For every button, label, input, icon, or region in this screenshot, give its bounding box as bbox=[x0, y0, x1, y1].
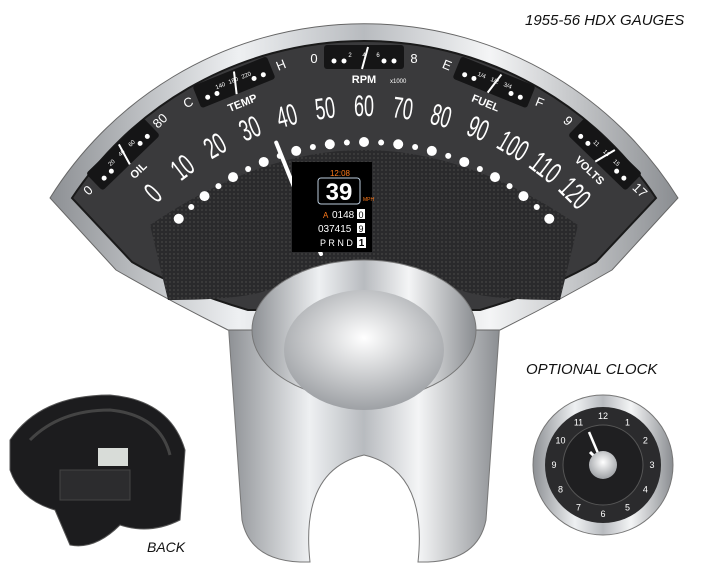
speed-tick-dot bbox=[291, 145, 302, 156]
oil-tick-label: 20 bbox=[108, 158, 117, 167]
rpm-tick-label: 4 bbox=[362, 53, 366, 59]
oil-tick-label: 60 bbox=[128, 139, 137, 148]
odometer-value: 037415 bbox=[318, 224, 352, 235]
speed-tick-dot bbox=[445, 152, 452, 159]
speed-tick-dot bbox=[309, 144, 316, 151]
clock-number: 11 bbox=[574, 418, 583, 428]
speed-number: 60 bbox=[354, 90, 374, 123]
speed-tick-dot bbox=[544, 213, 555, 224]
speed-tick-dot bbox=[412, 144, 419, 151]
speed-tick-dot bbox=[378, 139, 385, 146]
fuel-tick-label: 1/2 bbox=[489, 77, 500, 86]
clock-number: 12 bbox=[598, 411, 608, 421]
back-of-gauge-photo bbox=[9, 394, 186, 547]
speed-tick-dot bbox=[393, 139, 404, 150]
display-speed-unit: MPH bbox=[363, 197, 375, 203]
speed-tick-dot bbox=[173, 213, 184, 224]
fuel-tick-label: 1/4 bbox=[476, 72, 487, 81]
speed-tick-dot bbox=[426, 145, 437, 156]
rpm-min-label: 0 bbox=[310, 51, 317, 66]
speed-tick-dot bbox=[533, 204, 540, 211]
clock-number: 3 bbox=[649, 460, 654, 470]
speedometer-dots bbox=[173, 137, 555, 224]
speed-tick-dot bbox=[199, 191, 210, 202]
clock-number: 2 bbox=[643, 436, 648, 446]
speed-tick-dot bbox=[359, 137, 369, 147]
trip-label: A bbox=[323, 211, 329, 220]
clock-number: 10 bbox=[556, 436, 566, 446]
optional-clock-label: OPTIONAL CLOCK bbox=[526, 361, 658, 378]
clock-center-cap bbox=[589, 451, 617, 479]
rpm-needle bbox=[361, 46, 369, 70]
trip-decimal: 0 bbox=[358, 210, 363, 220]
odometer-decimal: 9 bbox=[358, 224, 363, 234]
digital-display: 12:08 39 MPH A 0148 0 037415 9 P R N D 1 bbox=[292, 162, 375, 252]
clock-number: 5 bbox=[625, 502, 630, 512]
speed-tick-dot bbox=[476, 166, 483, 173]
volts-needle bbox=[594, 149, 616, 163]
rpm-max-label: 8 bbox=[410, 51, 417, 66]
gear-selected: 1 bbox=[359, 238, 365, 249]
speed-tick-dot bbox=[518, 191, 529, 202]
speed-tick-dot bbox=[188, 204, 195, 211]
speed-tick-dot bbox=[490, 172, 500, 183]
chrome-cup-inner bbox=[284, 290, 444, 410]
clock-number: 1 bbox=[625, 418, 630, 428]
speed-tick-dot bbox=[324, 139, 335, 150]
clock-number: 6 bbox=[600, 509, 605, 519]
speed-tick-dot bbox=[258, 156, 269, 167]
clock-number: 8 bbox=[558, 485, 563, 495]
temp-tick-label: 140 bbox=[215, 82, 227, 92]
speed-number: 70 bbox=[391, 91, 415, 126]
oil-tick-label: 40 bbox=[118, 149, 127, 158]
back-label-sticker bbox=[98, 448, 128, 466]
volts-tick-label: 15 bbox=[611, 159, 620, 168]
clock-number: 4 bbox=[643, 485, 648, 495]
speed-tick-dot bbox=[228, 172, 238, 183]
speed-tick-dot bbox=[343, 139, 350, 146]
speed-tick-dot bbox=[245, 166, 252, 173]
display-speed: 39 bbox=[326, 179, 353, 206]
gear-indicator: P R N D bbox=[320, 238, 353, 248]
volts-tick-label: 11 bbox=[591, 140, 600, 149]
fuel-tick-label: 3/4 bbox=[502, 82, 513, 91]
fuel-needle bbox=[486, 73, 503, 94]
rpm-unit: x1000 bbox=[390, 79, 407, 85]
temp-tick-label: 220 bbox=[241, 71, 253, 81]
clock-number: 7 bbox=[576, 502, 581, 512]
speed-tick-dot bbox=[215, 183, 222, 190]
volts-tick-label: 13 bbox=[601, 149, 610, 158]
rpm-label: RPM bbox=[352, 74, 376, 86]
speed-tick-dot bbox=[506, 183, 513, 190]
trip-value: 0148 bbox=[332, 210, 355, 221]
oil-needle bbox=[118, 143, 131, 165]
clock-number: 9 bbox=[551, 460, 556, 470]
speed-tick-dot bbox=[459, 156, 470, 167]
rpm-tick-label: 2 bbox=[348, 53, 352, 59]
back-label: BACK bbox=[147, 539, 186, 555]
display-time: 12:08 bbox=[330, 169, 351, 178]
temp-needle bbox=[232, 71, 238, 95]
rpm-tick-label: 6 bbox=[376, 53, 380, 59]
speed-number: 50 bbox=[313, 91, 337, 126]
temp-tick-label: 180 bbox=[228, 76, 240, 86]
title: 1955-56 HDX GAUGES bbox=[525, 12, 685, 29]
